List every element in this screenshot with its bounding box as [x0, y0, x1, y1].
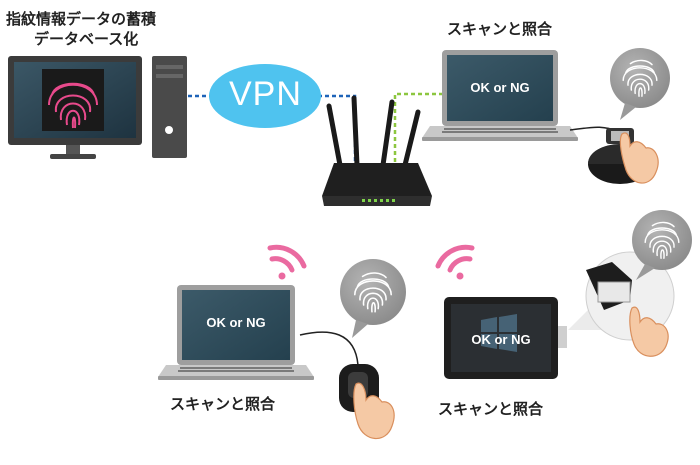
fingerprint-icon [48, 82, 98, 129]
desktop-pc-icon [8, 56, 187, 159]
laptop-icon [158, 285, 314, 380]
finger-icon [629, 306, 669, 357]
tablet-screen-text: OK or NG [471, 332, 531, 347]
laptop-top-caption: スキャンと照合 [447, 20, 553, 38]
usb-fingerprint-reader-icon [568, 251, 675, 341]
cable [299, 331, 359, 366]
laptop-left-caption: スキャンと照合 [170, 395, 276, 413]
tablet-icon [444, 297, 567, 379]
finger-icon [353, 382, 395, 440]
wifi-icon [435, 244, 475, 280]
laptop-left-screen-text: OK or NG [206, 315, 266, 330]
lan-link [385, 92, 442, 182]
vpn-cloud [209, 64, 321, 128]
tablet-caption: スキャンと照合 [438, 400, 544, 418]
laptop-top-screen-text: OK or NG [470, 80, 530, 95]
vpn-label: VPN [229, 75, 302, 113]
database-caption-line2: データベース化 [34, 30, 139, 48]
fingerprint-bubble [610, 48, 670, 120]
fingerprint-bubble [632, 210, 692, 280]
router-icon [322, 95, 432, 206]
database-caption-line1: 指紋情報データの蓄積 [6, 10, 157, 28]
wifi-icon [267, 244, 307, 280]
laptop-icon [422, 50, 578, 141]
finger-icon [619, 132, 659, 184]
fingerprint-bubble [340, 259, 406, 338]
